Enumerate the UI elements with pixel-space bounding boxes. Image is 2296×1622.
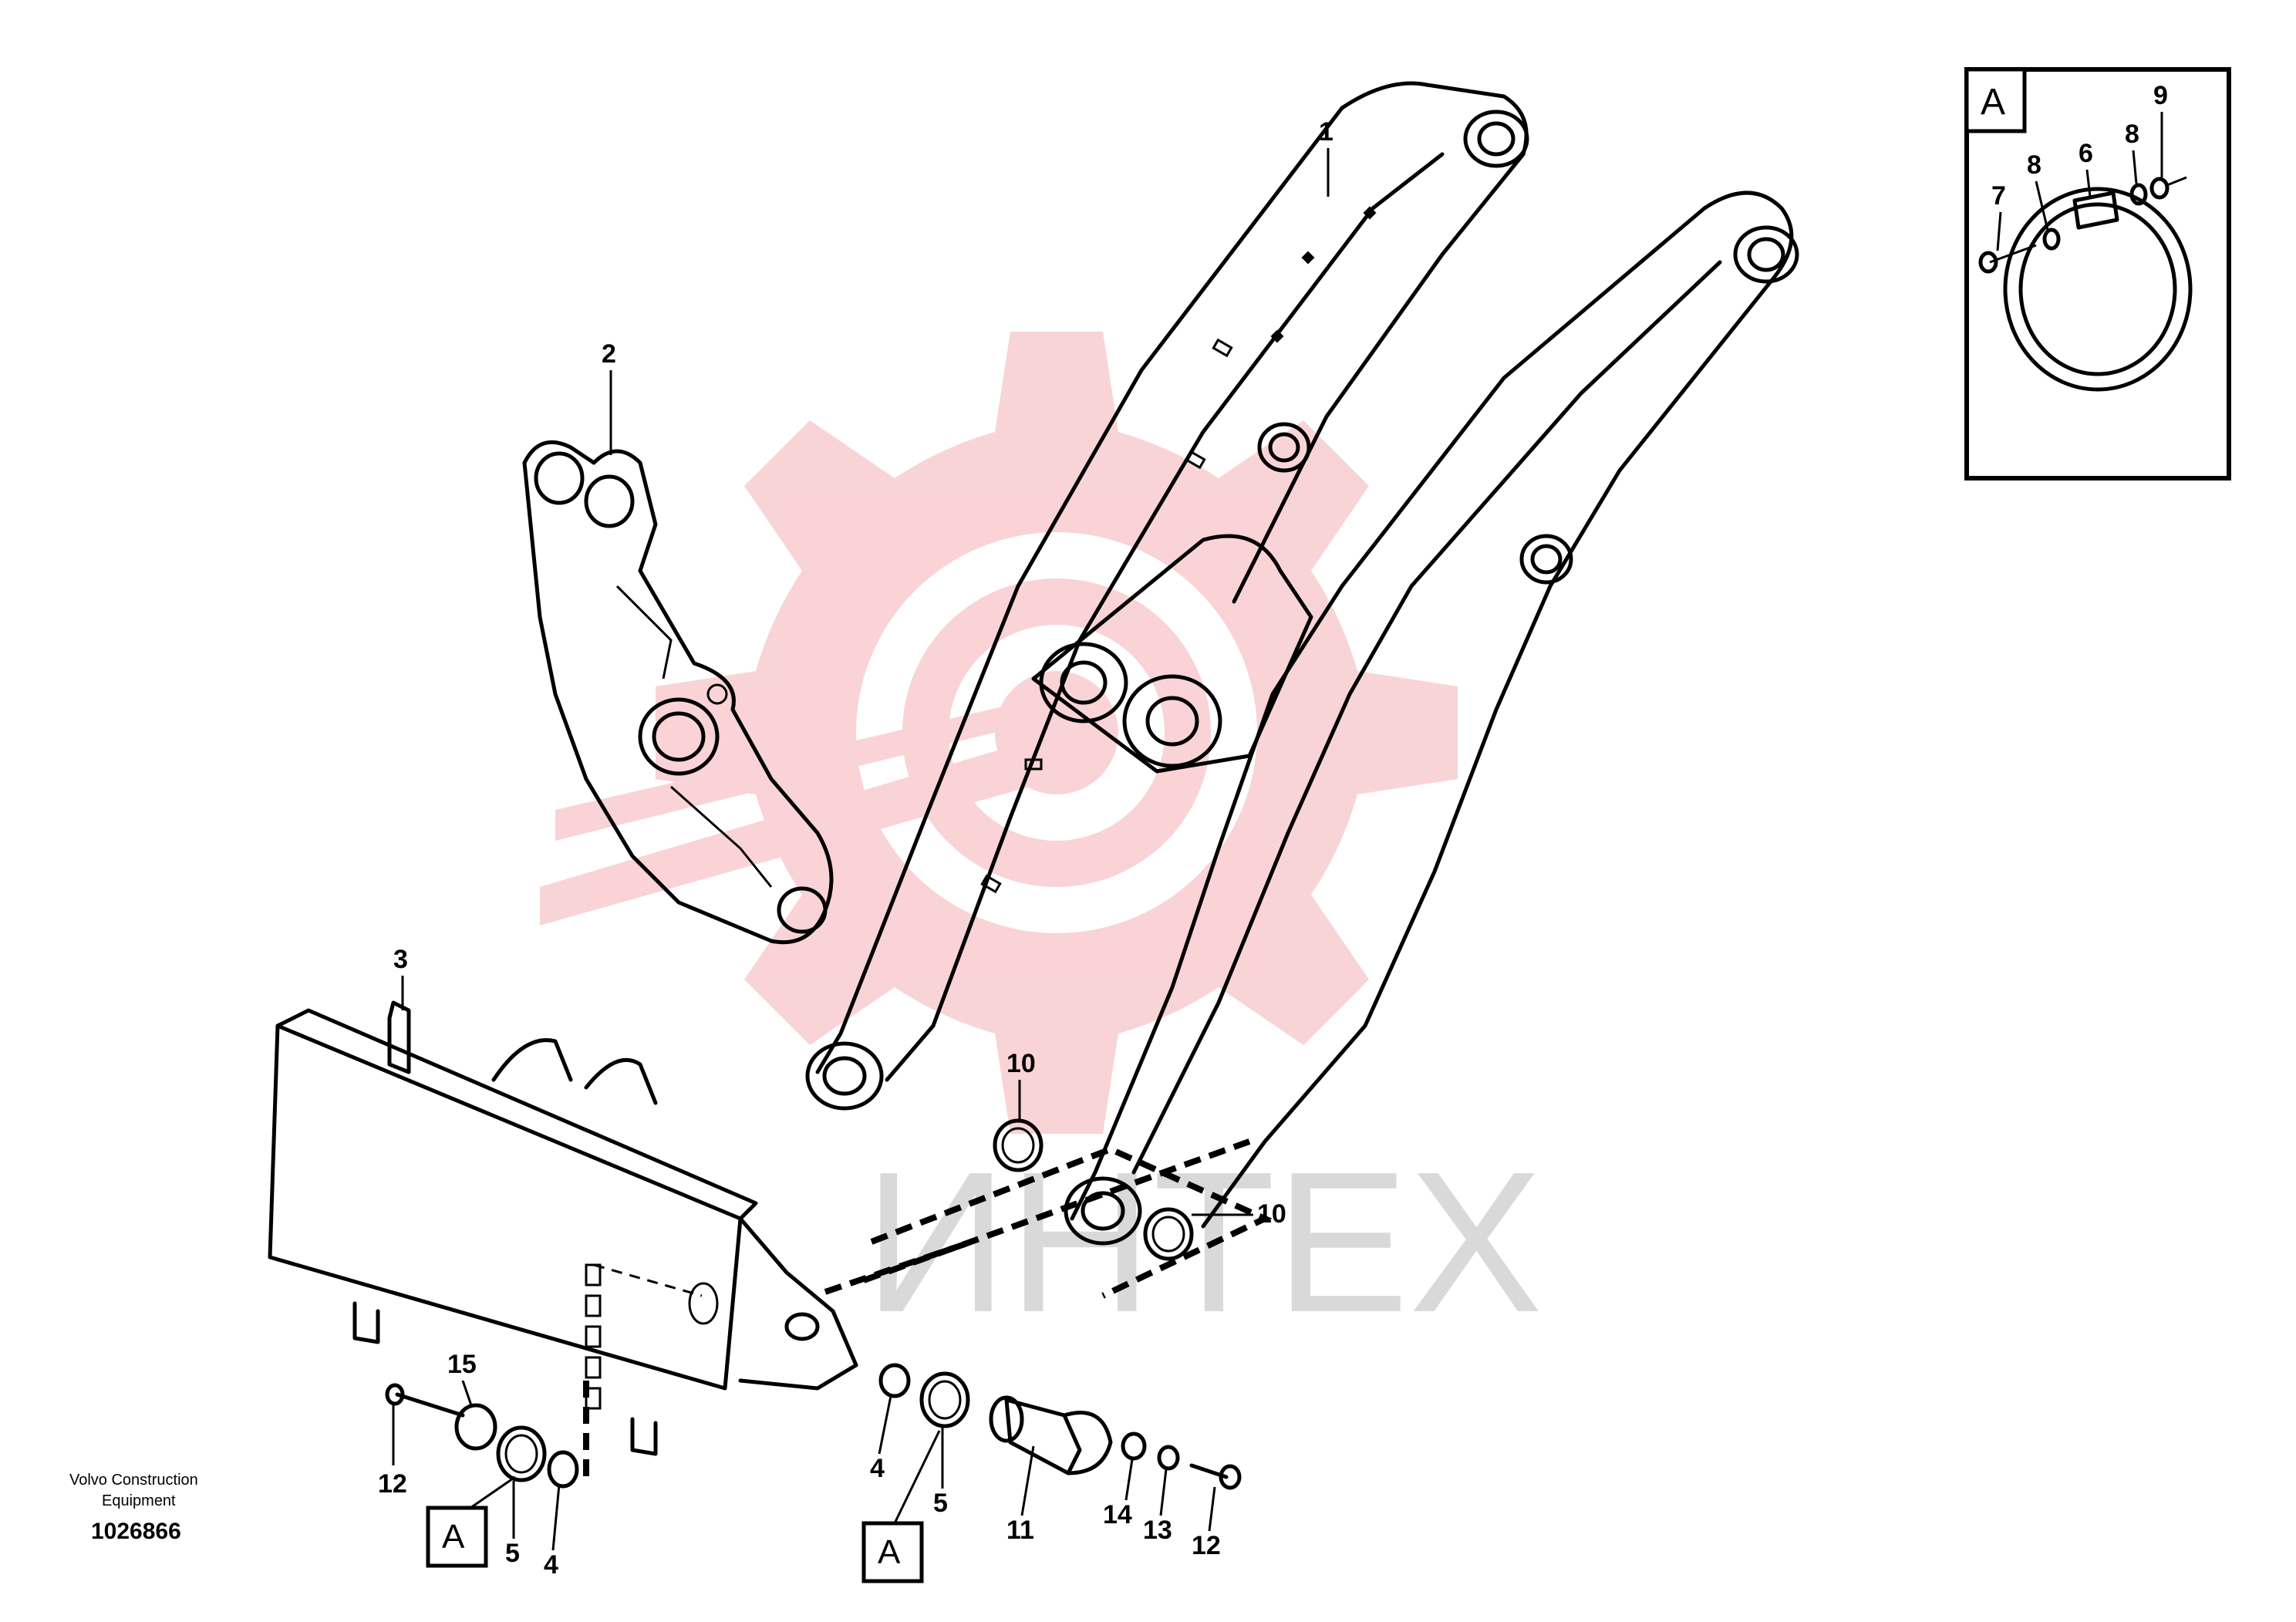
callout-14: 14	[1103, 1458, 1134, 1529]
callout-5-left: 5	[505, 1481, 520, 1568]
callout-4-right: 4	[870, 1395, 892, 1483]
callout-13: 13	[1143, 1469, 1172, 1545]
section-marker-left: A	[426, 1475, 516, 1568]
svg-text:14: 14	[1103, 1500, 1132, 1529]
footer-credit: Volvo Construction Equipment 1026866	[69, 1472, 198, 1544]
pin-assembly-right	[878, 1363, 1242, 1490]
inset-callout-6: 6	[2079, 139, 2093, 168]
inset-callout-9: 9	[2153, 81, 2168, 110]
callout-10-right: 10	[1192, 1199, 1286, 1229]
inset-label: A	[1981, 82, 2005, 123]
svg-text:5: 5	[505, 1539, 520, 1568]
callout-5-right: 5	[933, 1427, 948, 1518]
callout-12-left: 12	[378, 1404, 407, 1499]
watermark-gear-logo	[540, 332, 1458, 1134]
svg-text:10: 10	[1257, 1199, 1286, 1229]
svg-text:A: A	[878, 1533, 901, 1571]
svg-text:3: 3	[393, 945, 408, 974]
inset-detail-a: A 9 8 6 8 7	[1964, 67, 2231, 481]
callout-1: 1	[1319, 117, 1333, 197]
svg-text:15: 15	[447, 1350, 477, 1379]
callout-15: 15	[447, 1350, 477, 1408]
callout-3: 3	[393, 945, 408, 1010]
frame-bracket	[268, 1000, 858, 1456]
seal-rings	[993, 1118, 1194, 1261]
callout-12-right: 12	[1192, 1486, 1221, 1560]
section-marker-right: A	[861, 1430, 941, 1583]
credit-line-2: Equipment	[102, 1492, 176, 1509]
pin-fasteners-left	[385, 1383, 579, 1489]
callout-4-left: 4	[544, 1484, 561, 1580]
svg-text:10: 10	[1006, 1049, 1036, 1078]
callout-2: 2	[602, 339, 616, 455]
assembly-dashed-lines	[583, 1138, 1273, 1481]
lift-arm-frame	[805, 81, 1799, 1246]
svg-text:2: 2	[602, 339, 616, 369]
svg-text:12: 12	[1192, 1531, 1221, 1560]
svg-text:13: 13	[1143, 1516, 1172, 1545]
inset-callout-8b: 8	[2125, 120, 2139, 149]
callout-11: 11	[1006, 1445, 1035, 1545]
bellcrank-lever	[522, 440, 834, 945]
svg-text:5: 5	[933, 1489, 948, 1518]
inset-callout-7: 7	[1991, 181, 2006, 211]
svg-text:12: 12	[378, 1469, 407, 1499]
svg-text:1: 1	[1319, 117, 1333, 147]
svg-text:11: 11	[1006, 1516, 1034, 1545]
bracket-slot-column	[585, 1263, 602, 1410]
credit-line-1: Volvo Construction	[69, 1472, 198, 1489]
document-number: 1026866	[91, 1519, 181, 1544]
svg-text:A: A	[442, 1518, 465, 1556]
inset-callout-8a: 8	[2027, 150, 2041, 180]
svg-text:4: 4	[870, 1454, 885, 1483]
svg-text:4: 4	[544, 1550, 558, 1580]
callout-10-upper: 10	[1006, 1049, 1036, 1122]
